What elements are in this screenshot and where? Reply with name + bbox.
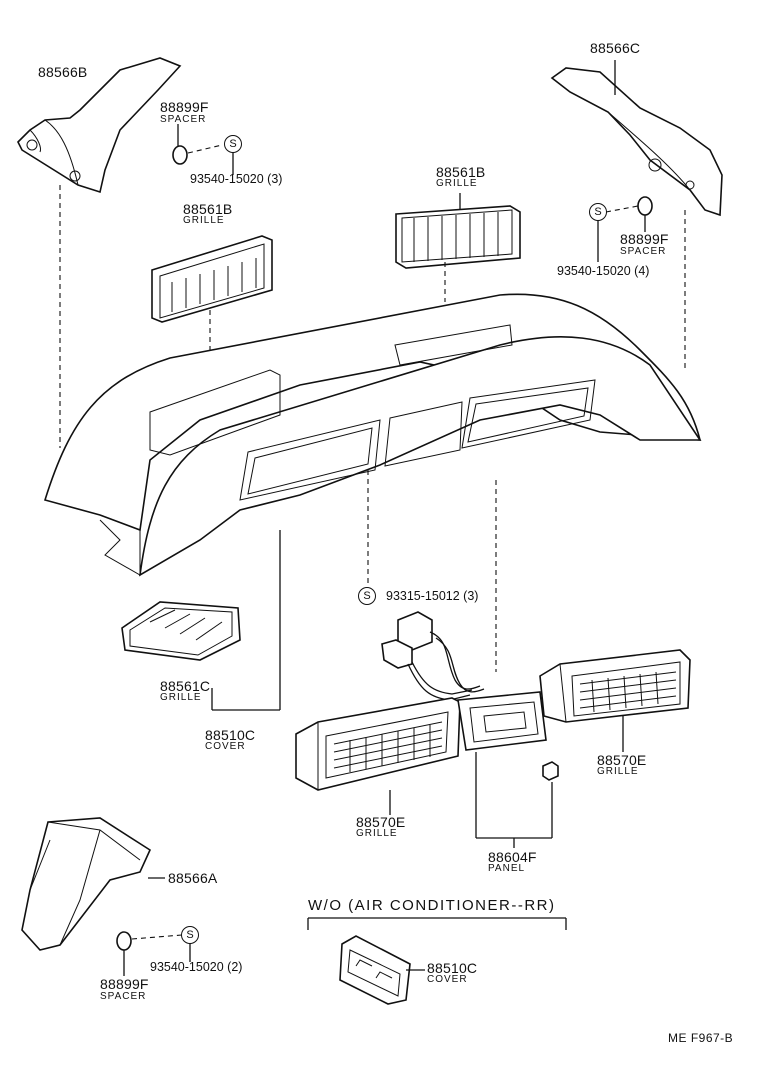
grille-88561B-left bbox=[151, 235, 273, 323]
grille-88570E-right bbox=[539, 649, 691, 723]
panel-88604F bbox=[457, 691, 547, 751]
label-spacer-top: SPACER bbox=[160, 114, 207, 125]
label-88604F: 88604F bbox=[488, 849, 537, 865]
spacer-88899F-top bbox=[172, 144, 223, 165]
label-grille-e-left: GRILLE bbox=[356, 828, 398, 839]
grille-88561C bbox=[121, 601, 241, 661]
label-88561C: 88561C bbox=[160, 678, 211, 694]
duct-88566C bbox=[550, 67, 723, 217]
label-spacer-right: SPACER bbox=[620, 246, 667, 257]
label-93540-2: 93540-15020 (2) bbox=[150, 960, 243, 974]
duct-88566B bbox=[17, 57, 182, 194]
label-88570E-right: 88570E bbox=[597, 752, 647, 768]
label-93315: 93315-15012 (3) bbox=[386, 589, 479, 603]
label-cover-bottom: COVER bbox=[427, 974, 468, 985]
screw-symbol-top: S bbox=[224, 135, 242, 153]
label-grille-center: GRILLE bbox=[436, 178, 478, 189]
label-88561B-center: 88561B bbox=[436, 164, 486, 180]
duct-88566A bbox=[21, 817, 152, 951]
drawing-code: ME F967-B bbox=[668, 1031, 734, 1045]
label-88899F-top: 88899F bbox=[160, 99, 209, 115]
label-88566B: 88566B bbox=[38, 64, 88, 80]
label-88566A: 88566A bbox=[168, 870, 218, 886]
spacer-88899F-right bbox=[605, 196, 653, 216]
label-grille-left: GRILLE bbox=[183, 215, 225, 226]
label-88899F-bottom: 88899F bbox=[100, 976, 149, 992]
label-cover-top: COVER bbox=[205, 741, 246, 752]
label-88510C-top: 88510C bbox=[205, 727, 256, 743]
label-88561B-left: 88561B bbox=[183, 201, 233, 217]
grille-88561B-center bbox=[395, 205, 521, 269]
dashboard-body bbox=[43, 293, 702, 577]
wiring-harness bbox=[381, 611, 485, 701]
clip-part bbox=[542, 761, 559, 781]
label-88566C: 88566C bbox=[590, 40, 641, 56]
label-wo-air-conditioner: W/O (AIR CONDITIONER--RR) bbox=[308, 897, 556, 914]
screw-symbol-center: S bbox=[358, 587, 376, 605]
label-88510C-bottom: 88510C bbox=[427, 960, 478, 976]
screw-symbol-right: S bbox=[589, 203, 607, 221]
cover-88510C-bottom bbox=[339, 935, 411, 1005]
label-panel: PANEL bbox=[488, 863, 526, 874]
grille-88570E-left bbox=[295, 697, 461, 791]
label-93540-4: 93540-15020 (4) bbox=[557, 264, 650, 278]
label-grille-c: GRILLE bbox=[160, 692, 202, 703]
spacer-88899F-bottom bbox=[116, 931, 183, 951]
screw-symbol-bottom: S bbox=[181, 926, 199, 944]
label-88899F-right: 88899F bbox=[620, 231, 669, 247]
label-grille-e-right: GRILLE bbox=[597, 766, 639, 777]
label-spacer-bottom: SPACER bbox=[100, 991, 147, 1002]
label-93540-3: 93540-15020 (3) bbox=[190, 172, 283, 186]
label-88570E-left: 88570E bbox=[356, 814, 406, 830]
